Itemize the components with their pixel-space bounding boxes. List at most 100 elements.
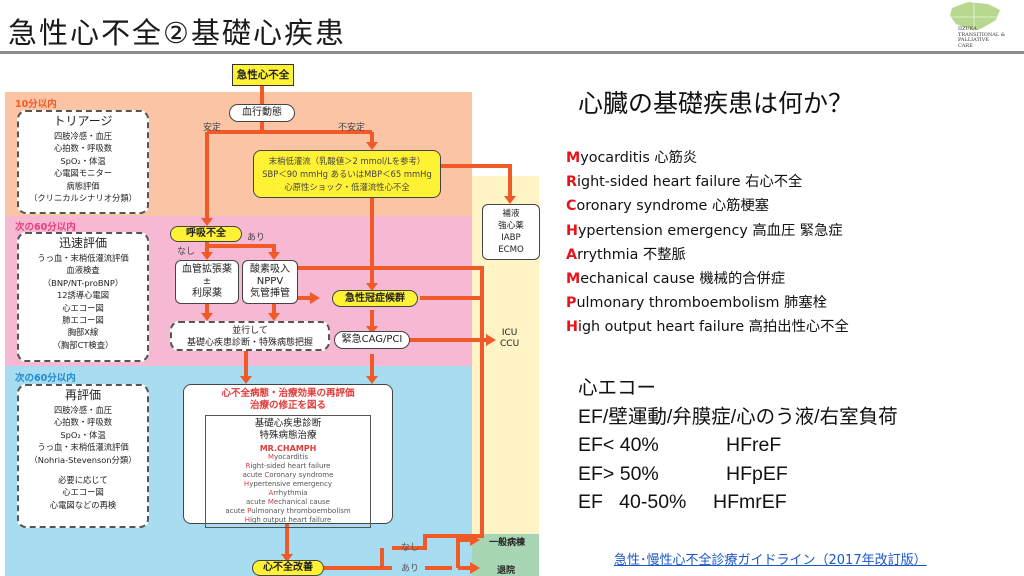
rapid-eval-heading: 迅速評価 bbox=[58, 236, 107, 250]
triage-heading: トリアージ bbox=[53, 114, 113, 128]
ef-row: EF< 40%HFreF bbox=[578, 434, 782, 456]
stable-label: 安定 bbox=[203, 123, 222, 133]
improve-no-label: なし bbox=[401, 543, 420, 553]
icu-label: ICU bbox=[501, 328, 518, 338]
vasodilator-line: ± bbox=[202, 276, 212, 287]
resp-no-label: なし bbox=[177, 247, 196, 257]
acute-heart-failure-node: 急性心不全 bbox=[232, 64, 294, 86]
echo-items: EF/壁運動/弁膜症/心のう液/右室負荷 bbox=[578, 405, 898, 428]
ward-column bbox=[472, 534, 539, 576]
mrchamph-box: 基礎心疾患診断 特殊病態治療 MR.CHAMPH Myocarditis Rig… bbox=[205, 415, 371, 528]
echo-heading: 心エコー bbox=[578, 377, 657, 399]
rapid-eval-item: 血液検査 bbox=[66, 265, 100, 276]
reeval-item: 心拍数・呼吸数 bbox=[53, 417, 113, 428]
mrchamph-heading: MR.CHAMPH bbox=[259, 444, 317, 453]
mrchamph-mnemonic-list: Myocarditis 心筋炎 Right-sided heart failur… bbox=[566, 146, 849, 340]
acute-heart-failure-flowchart: 10分以内 次の60分以内 次の60分以内 bbox=[0, 58, 560, 576]
general-ward-label: 一般病棟 bbox=[489, 538, 526, 548]
band-label-next60-1: 次の60分以内 bbox=[15, 222, 76, 233]
vasodilator-line: 血管拡張薬 bbox=[182, 264, 232, 275]
slide-title: 急性心不全②基礎心疾患 bbox=[8, 16, 346, 50]
hf-improvement-node: 心不全改善 bbox=[252, 560, 324, 576]
unstable-label: 不安定 bbox=[338, 123, 366, 133]
cardiogenic-shock-node: 末梢低灌流（乳酸値＞2 mmol/Lを参考） SBP＜90 mmHg あるいはM… bbox=[253, 150, 441, 198]
oxygen-line: 酸素吸入 bbox=[250, 264, 290, 275]
rapid-eval-item: 心エコー図 bbox=[62, 302, 104, 313]
shock-line: SBP＜90 mmHg あるいはMBP＜65 mmHg bbox=[262, 168, 432, 179]
hemodynamics-node: 血行動態 bbox=[229, 104, 295, 122]
reassessment-title: 心不全病態・治療効果の再評価 bbox=[221, 388, 355, 399]
mrchamph-item: acute Coronary syndrome bbox=[242, 471, 334, 479]
ef-row: EF> 50%HFpEF bbox=[578, 462, 788, 485]
mrchamph-item: Hypertensive emergency bbox=[243, 480, 333, 488]
reassessment-box: 心不全病態・治療効果の再評価 治療の修正を図る 基礎心疾患診断 特殊病態治療 M… bbox=[183, 384, 393, 528]
resp-yes-label: あり bbox=[247, 233, 266, 243]
oxygen-line: NPPV bbox=[256, 276, 284, 287]
respiratory-failure-node: 呼吸不全 bbox=[170, 226, 242, 242]
parallel-line: 基礎心疾患診断・特殊病態把握 bbox=[186, 338, 313, 348]
mnemonic-item: High output heart failure 高拍出性心不全 bbox=[566, 319, 849, 336]
reeval-item: 心エコー図 bbox=[62, 487, 104, 498]
mnemonic-item: Mechanical cause 機械的合併症 bbox=[566, 271, 786, 288]
band-label-10min: 10分以内 bbox=[15, 99, 57, 110]
reeval-item: SpO₂・体温 bbox=[60, 429, 106, 440]
triage-item: 心拍数・呼吸数 bbox=[53, 143, 113, 154]
parallel-line: 並行して bbox=[232, 326, 268, 336]
mnemonic-item: Myocarditis 心筋炎 bbox=[566, 150, 698, 166]
improve-yes-label: あり bbox=[401, 564, 420, 574]
rapid-eval-item: 胸部X線 bbox=[67, 327, 99, 338]
band-label-next60-2: 次の60分以内 bbox=[15, 373, 76, 384]
triage-item: SpO₂・体温 bbox=[60, 155, 106, 166]
rapid-eval-item: 肺エコー図 bbox=[62, 315, 104, 326]
support-therapy-node: 補液 強心薬 IABP ECMO bbox=[482, 204, 540, 260]
map-logo-icon bbox=[950, 2, 1000, 30]
underlying-disease-question: 心臓の基礎疾患は何か？ bbox=[578, 89, 854, 118]
rapid-evaluation-box: 迅速評価 うっ血・末梢低灌流評価 血液検査 （BNP/NT-proBNP） 12… bbox=[17, 232, 149, 362]
discharge-label: 退院 bbox=[497, 566, 516, 576]
oxygen-line: 気管挿管 bbox=[250, 288, 290, 299]
icu-ccu-label: ICU CCU bbox=[500, 328, 519, 350]
inner-subtitle: 特殊病態治療 bbox=[259, 430, 317, 441]
echocardiography-section: 心エコー EF/壁運動/弁膜症/心のう液/右室負荷 EF< 40%HFreF E… bbox=[578, 374, 898, 517]
reeval-item: うっ血・末梢低灌流評価 bbox=[37, 442, 129, 453]
rapid-eval-item: （BNP/NT-proBNP） bbox=[42, 277, 124, 288]
mnemonic-item: Right-sided heart failure 右心不全 bbox=[566, 174, 803, 191]
triage-item: 心電図モニター bbox=[53, 168, 113, 179]
mnemonic-item: Hypertension emergency 高血圧 緊急症 bbox=[566, 222, 843, 239]
shock-line: 末梢低灌流（乳酸値＞2 mmol/Lを参考） bbox=[268, 155, 426, 166]
mnemonic-item: Pulmonary thromboembolism 肺塞栓 bbox=[566, 295, 827, 312]
logo-line-2: TRANSITIONAL & bbox=[958, 31, 1006, 38]
vasodilator-diuretic-node: 血管拡張薬 ± 利尿薬 bbox=[175, 260, 239, 304]
itpc-logo: IIZUKA TRANSITIONAL & PALLIATIVE CARE bbox=[938, 0, 1024, 50]
logo-line-1: IIZUKA bbox=[958, 26, 977, 32]
ccu-label: CCU bbox=[500, 339, 520, 349]
reeval-item: （Nohria-Stevenson分類） bbox=[29, 454, 137, 465]
triage-item: 病態評価 bbox=[66, 180, 100, 191]
triage-box: トリアージ 四肢冷感・血圧 心拍数・呼吸数 SpO₂・体温 心電図モニター 病態… bbox=[17, 110, 149, 214]
reeval-item: 必要に応じて bbox=[58, 475, 108, 486]
re-evaluation-box: 再評価 四肢冷感・血圧 心拍数・呼吸数 SpO₂・体温 うっ血・末梢低灌流評価 … bbox=[17, 384, 149, 528]
shock-line: 心原性ショック・低灌流性心不全 bbox=[284, 181, 410, 192]
mrchamph-item: acute Mechanical cause bbox=[245, 498, 330, 506]
mrchamph-item: Myocarditis bbox=[267, 453, 309, 461]
triage-item: （クリニカルシナリオ分類） bbox=[29, 193, 137, 204]
ef-row: EF 40-50%HFmrEF bbox=[578, 491, 787, 513]
support-item: IABP bbox=[501, 233, 521, 243]
logo-line-3: PALLIATIVE bbox=[958, 37, 990, 43]
logo-line-4: CARE bbox=[958, 42, 973, 49]
support-item: 強心薬 bbox=[498, 221, 524, 231]
reeval-item: 心電図などの再検 bbox=[49, 499, 117, 510]
reassessment-subtitle: 治療の修正を図る bbox=[249, 400, 326, 411]
triage-item: 四肢冷感・血圧 bbox=[53, 131, 113, 141]
arrowheads bbox=[201, 142, 516, 574]
mnemonic-item: Arrythmia 不整脈 bbox=[566, 246, 686, 263]
mrchamph-item: Arrhythmia bbox=[268, 489, 308, 497]
mnemonic-item: Coronary syndrome 心筋梗塞 bbox=[566, 198, 770, 215]
reeval-item: 四肢冷感・血圧 bbox=[53, 405, 113, 415]
vasodilator-line: 利尿薬 bbox=[192, 288, 222, 299]
mrchamph-item: Right-sided heart failure bbox=[245, 462, 331, 470]
rapid-eval-item: うっ血・末梢低灌流評価 bbox=[37, 253, 129, 263]
guideline-reference-link[interactable]: 急性･慢性心不全診療ガイドライン（2017年改訂版） bbox=[614, 553, 927, 568]
rapid-eval-item: （胸部CT検査） bbox=[52, 339, 114, 350]
reeval-heading: 再評価 bbox=[64, 388, 101, 402]
